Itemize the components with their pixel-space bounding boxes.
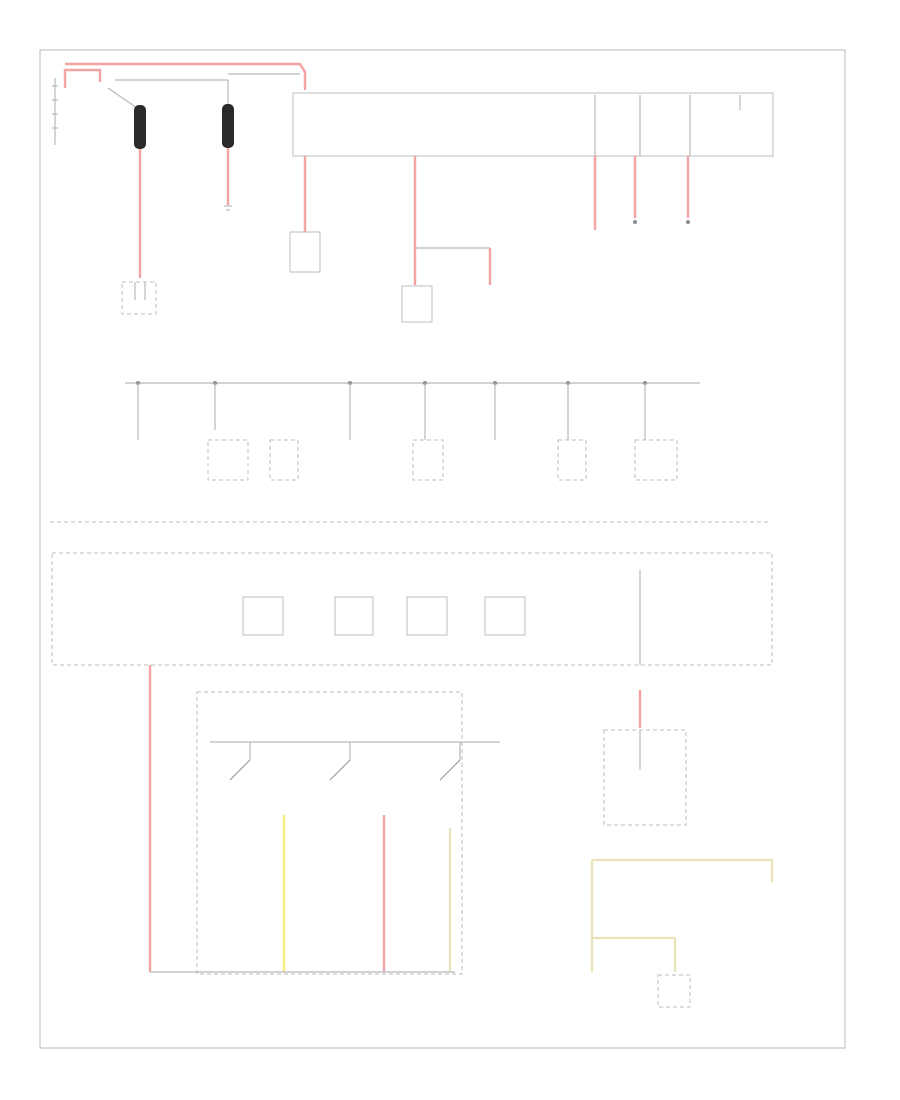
lower-fuse-block-section <box>51 552 774 1008</box>
ignition-switch-contact-1 <box>229 759 251 781</box>
fusible-link-generator <box>107 87 157 315</box>
lower-fuse-block <box>51 552 773 666</box>
relay-9 <box>484 596 526 636</box>
relay-5 <box>634 439 678 481</box>
underhood-fuse-block <box>292 92 774 157</box>
right-relay <box>603 729 687 826</box>
bottom-right-tan-wire <box>592 858 774 882</box>
relay-7 <box>334 596 374 636</box>
diagram-outer-frame <box>39 49 846 1049</box>
ecm-connector <box>289 231 321 273</box>
relay-1 <box>207 439 249 481</box>
ignition-switch-housing <box>196 691 463 975</box>
ignition-switch-contact-2 <box>329 759 351 781</box>
relay-3 <box>412 439 444 481</box>
ignition-switch-contact-3 <box>439 759 461 781</box>
fusible-link-starter <box>222 80 234 211</box>
relay-4 <box>557 439 587 481</box>
battery-feed-section <box>52 62 774 323</box>
relay-center-section <box>50 381 770 523</box>
relay-8 <box>406 596 448 636</box>
battery-symbol <box>52 78 58 145</box>
generator-connector <box>121 281 157 315</box>
main-feed-wire <box>65 62 307 90</box>
relay-6 <box>242 596 284 636</box>
relay-2 <box>269 439 299 481</box>
battery-positive-wire <box>63 68 102 88</box>
transmission-control-module <box>657 974 691 1008</box>
fusible-link-1 <box>134 105 146 149</box>
engine-controls-connector <box>401 285 433 323</box>
fusible-link-2 <box>222 104 234 148</box>
